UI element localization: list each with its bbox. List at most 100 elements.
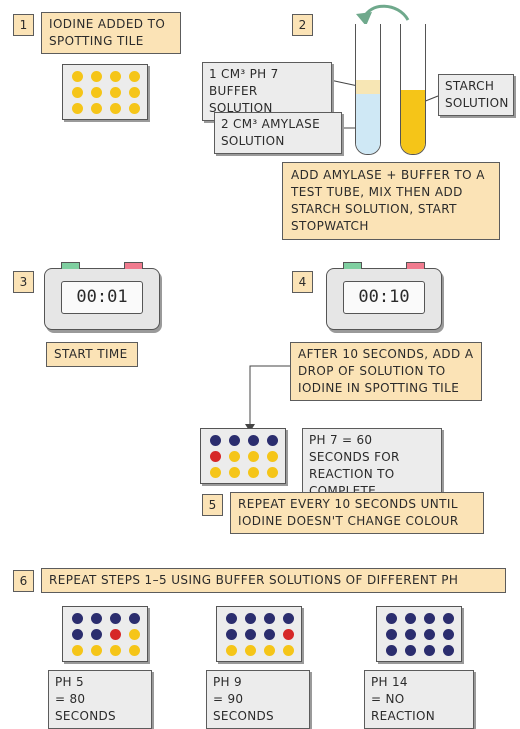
tile-well: [245, 613, 256, 624]
result-ph9-line2: = 90 seconds: [213, 692, 274, 723]
tile-well: [405, 645, 416, 656]
tile-well: [424, 629, 435, 640]
tile-well: [386, 629, 397, 640]
result-ph14-line2: = no reaction: [371, 692, 435, 723]
tile-well: [129, 87, 140, 98]
tile-well: [248, 467, 259, 478]
tile-well: [210, 467, 221, 478]
result-ph5-line2: = 80 seconds: [55, 692, 116, 723]
step-3-caption: Start time: [46, 342, 138, 367]
tile-well: [91, 613, 102, 624]
tile-well: [110, 629, 121, 640]
tile-well: [229, 467, 240, 478]
tile-well: [129, 613, 140, 624]
tile-well: [264, 613, 275, 624]
step-5-text: Repeat every 10 seconds until iodine doe…: [230, 492, 484, 534]
tile-well: [129, 645, 140, 656]
step-2-number: 2: [292, 14, 313, 36]
connector-lines: [245, 4, 439, 432]
tile-well: [229, 435, 240, 446]
tile-well: [226, 645, 237, 656]
spotting-tile-step4: [200, 428, 286, 484]
buffer-label: 1 cm³ pH 7 buffer solution: [202, 62, 332, 121]
step-4-instruction: After 10 seconds, add a drop of solution…: [290, 342, 482, 401]
tile-well: [248, 451, 259, 462]
result-ph5-line1: pH 5: [55, 675, 84, 689]
result-ph9: pH 9 = 90 seconds: [206, 670, 310, 729]
tile-well: [129, 629, 140, 640]
tile-well: [405, 613, 416, 624]
stopwatch-start-button: [61, 262, 80, 269]
spotting-tile-step1: [62, 64, 148, 120]
stopwatch-step4: 00:10: [326, 262, 442, 330]
pour-arrow-head: [356, 12, 372, 26]
tile-well: [110, 87, 121, 98]
step-4-number: 4: [292, 271, 313, 293]
stopwatch-stop-button: [406, 262, 425, 269]
tile-well: [72, 613, 83, 624]
tile-well: [386, 645, 397, 656]
result-ph5: pH 5 = 80 seconds: [48, 670, 152, 729]
spotting-tile-ph5: [62, 606, 148, 662]
tile-well: [210, 435, 221, 446]
tile-well: [91, 103, 102, 114]
tile-well: [129, 71, 140, 82]
tile-well: [267, 435, 278, 446]
step-1-number: 1: [13, 14, 34, 36]
tile-well: [72, 645, 83, 656]
step-5-number: 5: [202, 494, 223, 516]
tile-well: [443, 629, 454, 640]
buffer-pointer: [329, 79, 359, 87]
tile-well: [264, 645, 275, 656]
tile-well: [424, 645, 435, 656]
tile-well: [248, 435, 259, 446]
tile-well: [110, 71, 121, 82]
tile-well: [226, 613, 237, 624]
result-ph14-line1: pH 14: [371, 675, 408, 689]
step-6-number: 6: [13, 570, 34, 592]
tile-well: [267, 451, 278, 462]
tile-well: [110, 103, 121, 114]
step-1-text: Iodine added to spotting tile: [41, 12, 181, 54]
spotting-tile-ph9: [216, 606, 302, 662]
tile-well: [226, 629, 237, 640]
tile-well: [386, 613, 397, 624]
tile-well: [245, 629, 256, 640]
tile-well: [210, 451, 221, 462]
starch-label: Starch solution: [438, 74, 514, 116]
stopwatch-start-button: [343, 262, 362, 269]
tile-well: [110, 645, 121, 656]
tile-well: [91, 629, 102, 640]
amylase-label: 2 cm³ amylase solution: [214, 112, 342, 154]
tile-well: [129, 103, 140, 114]
tile-well: [405, 629, 416, 640]
result-ph9-line1: pH 9: [213, 675, 242, 689]
stopwatch-step3: 00:01: [44, 262, 160, 330]
tile-well: [443, 613, 454, 624]
tile-well: [72, 71, 83, 82]
tile-well: [283, 645, 294, 656]
tile-well: [424, 613, 435, 624]
step-2-instruction: Add amylase + buffer to a test tube, mix…: [282, 162, 500, 240]
test-tube-amylase: [355, 24, 381, 155]
tile-well: [110, 613, 121, 624]
stopwatch-display: 00:10: [343, 281, 425, 314]
tile-well: [91, 645, 102, 656]
tile-well: [72, 629, 83, 640]
tile-well: [72, 87, 83, 98]
test-tube-starch: [400, 24, 426, 155]
amylase-liquid: [356, 94, 380, 154]
buffer-layer: [356, 80, 380, 94]
step-6-text: Repeat steps 1–5 using buffer solutions …: [41, 568, 506, 593]
stopwatch-display: 00:01: [61, 281, 143, 314]
tile-well: [229, 451, 240, 462]
tile-well: [72, 103, 83, 114]
step-4-result: pH 7 = 60 seconds for reaction to comple…: [302, 428, 442, 504]
tile-well: [283, 613, 294, 624]
tile-well: [264, 629, 275, 640]
tile-well: [91, 71, 102, 82]
drop-arrow: [249, 365, 290, 428]
stopwatch-stop-button: [124, 262, 143, 269]
tile-well: [91, 87, 102, 98]
step-3-number: 3: [13, 271, 34, 293]
